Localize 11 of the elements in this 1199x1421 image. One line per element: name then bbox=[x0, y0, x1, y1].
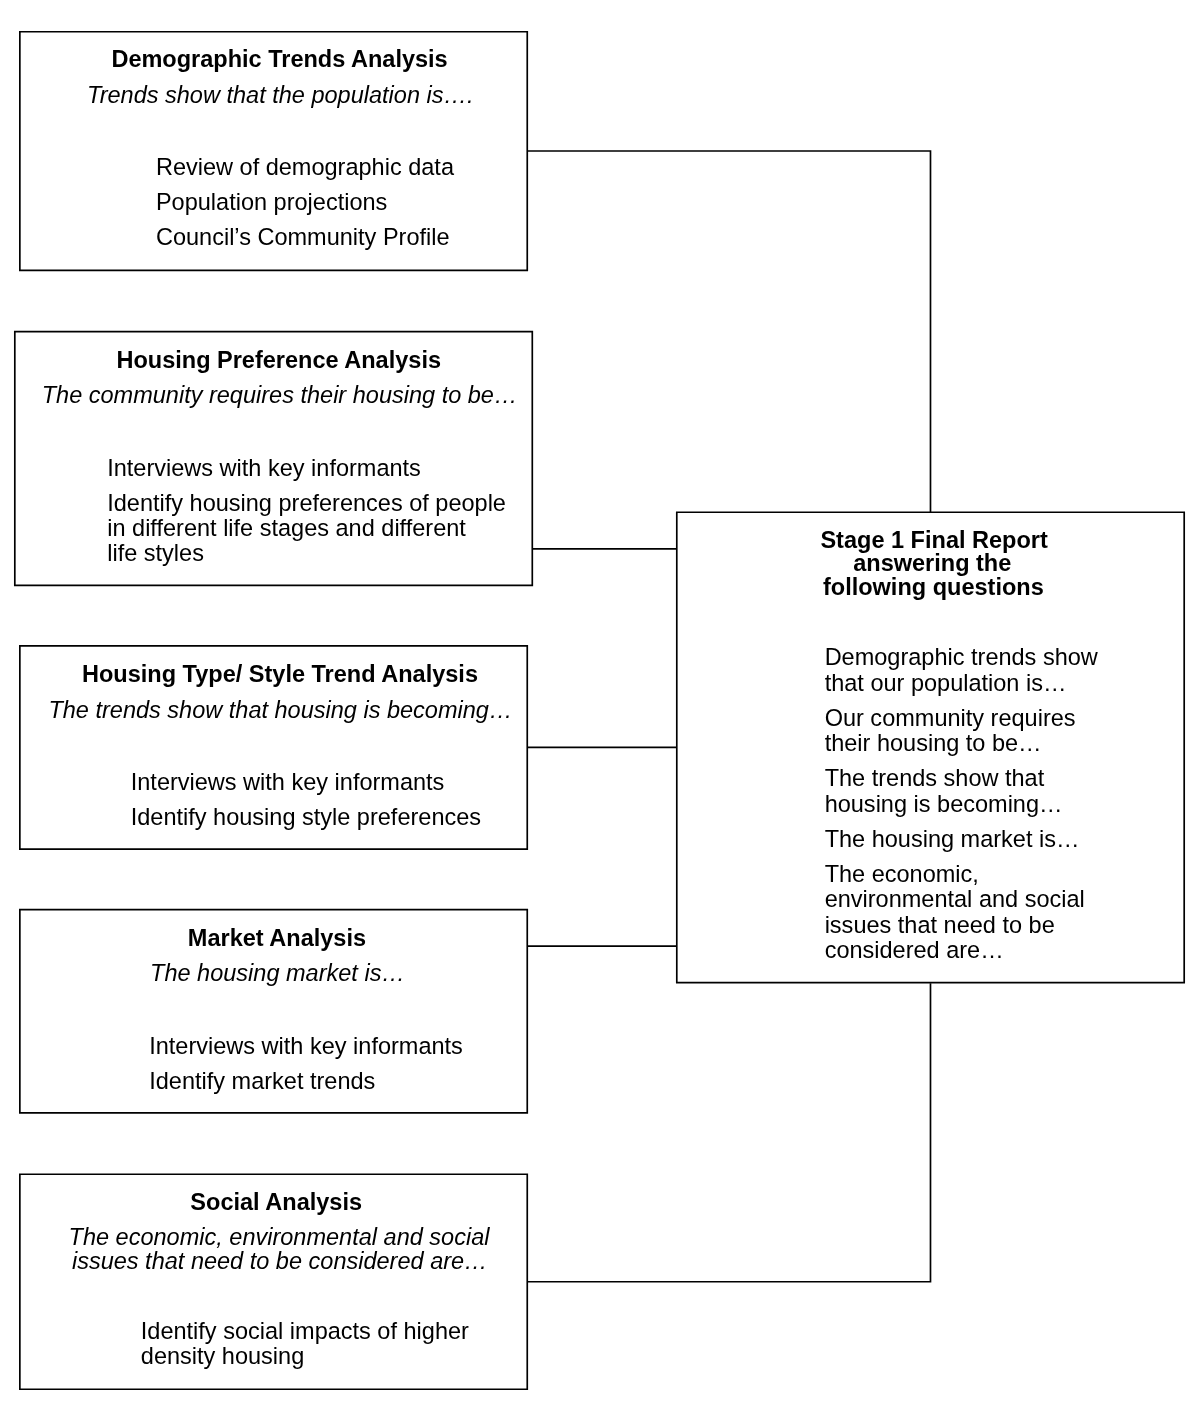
connector bbox=[531, 547, 678, 550]
node-box: Market Analysis The housing market is… Interviews with key informants Identify market trends bbox=[19, 908, 529, 1114]
node-box: Stage 1 Final Report answering the following questions Demographic trends show that our population is… Our community requires their housing to be… The trends show that housing is becoming… The housing market is… The economic, environmental and social issues that need to be considered are… bbox=[675, 511, 1186, 984]
connector bbox=[526, 945, 678, 947]
connector bbox=[526, 746, 678, 749]
connector bbox=[526, 982, 932, 1283]
node-box: Housing Type/ Style Trend Analysis The trends show that housing is becoming… Interviews with key informants Identify housing style preferences bbox=[19, 644, 529, 850]
node-box: Housing Preference Analysis The community requires their housing to be… Interviews with key informants Identify housing preferences of people in different life stages and different life styles bbox=[13, 330, 534, 587]
node-box: Demographic Trends Analysis Trends show that the population is…. Review of demographic data Population projections Council’s Community Profile bbox=[19, 30, 529, 272]
connector bbox=[526, 150, 932, 513]
node-box: Social Analysis The economic, environmental and social issues that need to be considered are… Identify social impacts of higher density housing bbox=[19, 1173, 529, 1391]
